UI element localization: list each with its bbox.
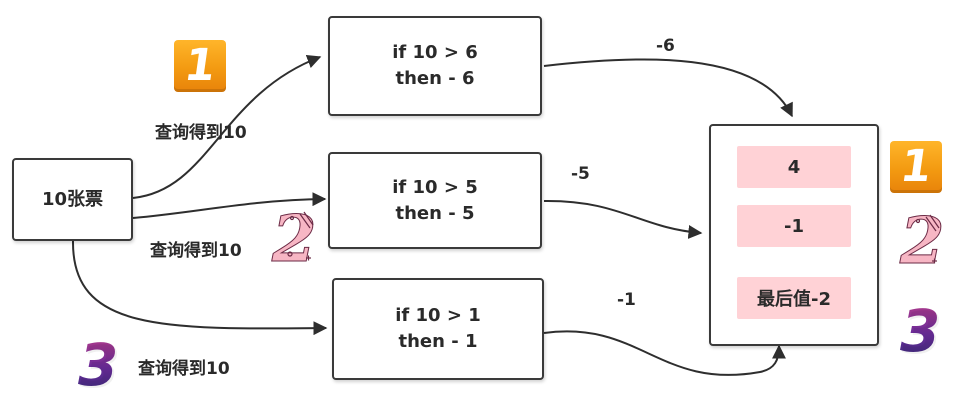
edge-label-node-2: -5	[571, 164, 590, 184]
arrow-source-to-node-3	[71, 240, 328, 336]
arrow-node-3-to-result	[543, 330, 786, 376]
arrow-source-to-node-2	[132, 192, 327, 219]
result-step-3-icon: 3	[900, 297, 941, 365]
query-label-1: 查询得到10	[155, 123, 247, 143]
step-2-sparkle-icon	[287, 211, 314, 261]
step-1-icon: 1	[174, 40, 226, 92]
step-3-icon: 3	[78, 331, 119, 399]
query-label-3: 查询得到10	[138, 359, 230, 379]
condition-node-3-line1: if 10 > 1	[395, 305, 481, 326]
step-2-icon: 2	[272, 202, 318, 277]
source-box: 10张票	[12, 158, 133, 241]
result-cell-final: 最后值-2	[737, 277, 851, 319]
condition-node-2-line2: then - 5	[395, 202, 475, 224]
arrow-node-1-to-result	[543, 58, 793, 118]
result-step-2-sparkle-icon	[915, 214, 940, 264]
condition-node-1: if 10 > 6 then - 6	[328, 16, 542, 116]
condition-node-3-line2: then - 1	[398, 331, 478, 352]
condition-node-2-line1: if 10 > 5	[392, 176, 478, 198]
source-label: 10张票	[41, 188, 104, 210]
condition-node-2: if 10 > 5 then - 5	[328, 152, 542, 249]
query-label-2: 查询得到10	[150, 241, 242, 261]
edge-label-node-3: -1	[617, 290, 636, 310]
result-step-1-icon: 1	[890, 141, 942, 193]
arrow-source-to-node-1	[132, 54, 322, 199]
condition-node-1-line2: then - 6	[395, 68, 475, 89]
edge-label-node-1: -6	[656, 36, 675, 56]
arrow-node-2-to-result	[543, 199, 703, 239]
condition-node-3: if 10 > 1 then - 1	[332, 278, 544, 380]
result-cell-2: -1	[737, 205, 851, 247]
result-step-2-icon: 2	[900, 204, 946, 279]
condition-node-1-line1: if 10 > 6	[392, 42, 478, 63]
result-cell-1: 4	[737, 146, 851, 188]
